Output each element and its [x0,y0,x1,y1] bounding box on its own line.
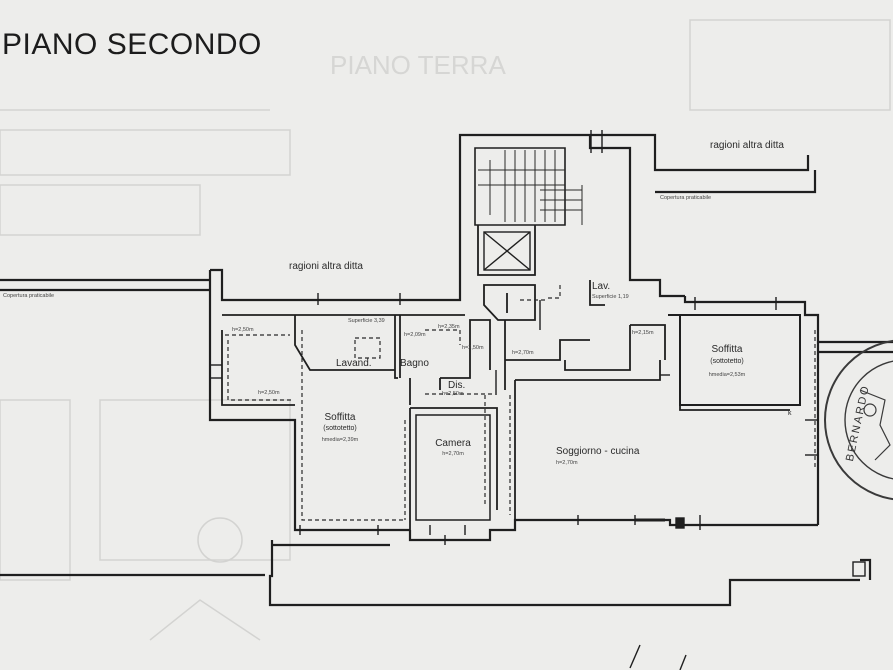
seal-label: BERNARDO [844,383,873,463]
label-ragioni-top: ragioni altra ditta [710,140,784,151]
stray-mark [679,654,687,670]
label-k: k [788,410,792,417]
stamp-seal [824,339,893,501]
label-soffitta-right-h: hmedia=2,53m [708,372,746,378]
label-h-b: h=2,50m [258,390,280,396]
stair-treads [478,150,583,225]
background-show-through-text: PIANO TERRA [330,50,506,80]
label-camera: Camera [435,438,471,449]
page-title: PIANO SECONDO [2,28,262,61]
label-soffitta-left: Soffitta [324,412,356,423]
label-dis: Dis. [448,380,466,391]
label-lav-sub: Superficie 1,19 [592,294,629,300]
outer-walls [0,133,893,607]
label-sup-lavand: Superficie 3,39 [348,318,385,324]
faded-background-lines [0,19,891,641]
label-h-d: h=2,35m [438,324,460,330]
label-ragioni-left: ragioni altra ditta [289,261,363,272]
label-camera-h: h=2,70m [442,451,464,457]
label-bagno: Bagno [400,358,429,369]
label-h-a: h=2,50m [232,327,254,333]
stamp-seal-text: BERNARDO [822,318,893,518]
label-lavand: Lavand. [336,358,372,369]
dashed-lines [225,285,816,521]
opening-marks [210,130,866,577]
label-dis-h: h=2,50m [442,391,464,397]
label-soggiorno-h: h=2,70m [556,460,578,466]
lift-shaft [483,231,531,271]
label-copertura-left: Copertura praticabile [3,293,55,299]
label-h-e: h=2,15m [632,330,654,336]
label-soffitta-left-h: hmedia=2,39m [321,437,359,443]
stray-mark [629,644,641,669]
label-soffitta-right-sub: (sottotetto) [710,358,744,365]
label-h-f: h=2,50m [462,345,484,351]
interior-walls [221,147,801,530]
label-h-corridor: h=2,70m [512,350,534,356]
label-soffitta-right: Soffitta [711,344,743,355]
label-copertura-right: Copertura praticabile [660,195,712,201]
label-soggiorno: Soggiorno - cucina [556,446,640,457]
label-soffitta-left-sub: (sottotetto) [323,425,357,432]
label-h-c: h=2,09m [404,332,426,338]
label-lav: Lav. [592,281,611,292]
